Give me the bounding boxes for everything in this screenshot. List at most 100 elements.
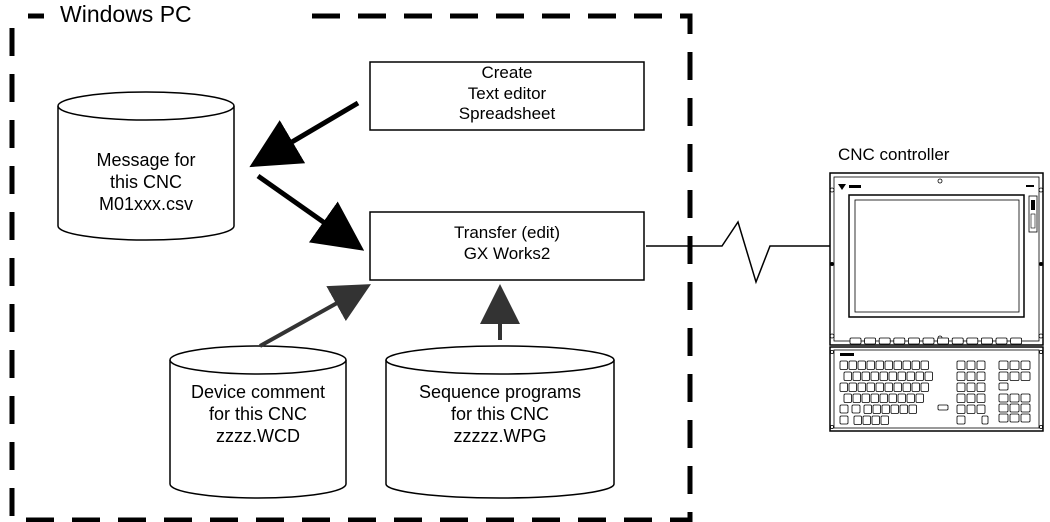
cnc-key <box>861 393 870 403</box>
cnc-key <box>1020 360 1031 370</box>
cnc-key <box>888 393 897 403</box>
cnc-key <box>884 382 893 392</box>
pc-boundary <box>9 13 693 522</box>
cnc-key <box>1020 393 1031 403</box>
cnc-key <box>890 404 899 414</box>
arrow-device-to-transfer <box>259 284 371 348</box>
cnc-label: CNC controller <box>838 145 950 164</box>
cnc-key <box>998 403 1009 413</box>
cnc-key <box>852 393 861 403</box>
cnc-key <box>870 371 879 381</box>
cnc-key <box>848 360 857 370</box>
cnc-key <box>870 393 879 403</box>
cnc-key <box>861 371 870 381</box>
cnc-key <box>857 360 866 370</box>
transfer-box <box>369 211 645 281</box>
cnc-key <box>956 371 966 381</box>
device-cylinder-label: Device comment for this CNC zzzz.WCD <box>190 382 326 446</box>
cnc-key <box>981 415 989 425</box>
cnc-key <box>839 360 848 370</box>
cnc-key <box>1009 413 1020 423</box>
cnc-key <box>897 393 906 403</box>
cnc-key <box>879 371 888 381</box>
cnc-key <box>848 382 857 392</box>
cnc-key <box>915 371 924 381</box>
device-cylinder <box>169 345 347 499</box>
cnc-key <box>1009 403 1020 413</box>
create-box <box>369 61 645 131</box>
cnc-key <box>893 360 902 370</box>
cnc-key <box>956 360 966 370</box>
cnc-key <box>1009 371 1020 381</box>
cnc-key <box>906 371 915 381</box>
cnc-key <box>893 337 906 345</box>
cnc-key <box>906 393 915 403</box>
cnc-key <box>862 415 871 425</box>
cnc-key <box>915 393 924 403</box>
cnc-key <box>1020 413 1031 423</box>
cnc-key <box>866 360 875 370</box>
cnc-key <box>937 404 949 411</box>
cnc-key <box>879 393 888 403</box>
cnc-key <box>966 337 979 345</box>
sequence-cylinder <box>385 345 615 499</box>
cnc-key <box>839 404 849 414</box>
cnc-key <box>976 382 986 392</box>
cnc-key <box>998 382 1009 391</box>
cnc-key <box>920 382 929 392</box>
cnc-key <box>998 371 1009 381</box>
cnc-key <box>956 415 966 425</box>
cnc-key <box>884 360 893 370</box>
cnc-key <box>849 337 862 345</box>
cnc-key <box>966 382 976 392</box>
cnc-key <box>1020 403 1031 413</box>
cnc-key <box>911 360 920 370</box>
arrow-create-to-message <box>249 100 360 168</box>
arrow-message-to-transfer <box>256 173 365 251</box>
cnc-key <box>976 360 986 370</box>
cnc-key <box>966 360 976 370</box>
message-cylinder-label: Message for this CNC M01xxx.csv <box>96 150 196 214</box>
cnc-key <box>966 371 976 381</box>
cnc-key <box>872 404 881 414</box>
cnc-key <box>888 371 897 381</box>
sequence-cylinder-label: Sequence programs for this CNC zzzzz.WPG <box>418 382 582 446</box>
cnc-key <box>920 360 929 370</box>
cnc-key <box>937 337 949 345</box>
cnc-key <box>899 404 908 414</box>
cnc-key <box>863 404 872 414</box>
cnc-key <box>998 360 1009 370</box>
cnc-controller <box>829 172 1044 432</box>
cnc-key <box>998 393 1009 403</box>
cnc-key <box>880 415 889 425</box>
transfer-box-label: Transfer (edit) GX Works2 <box>453 223 561 263</box>
cnc-key <box>902 360 911 370</box>
cnc-key <box>893 382 902 392</box>
cnc-key <box>981 337 993 345</box>
cnc-key <box>956 382 966 392</box>
pc-label: Windows PC <box>52 0 200 29</box>
cnc-key <box>966 404 976 414</box>
brand-logo-icon <box>838 184 846 190</box>
cnc-key <box>1009 360 1020 370</box>
cnc-key <box>976 404 986 414</box>
cnc-key <box>1010 337 1022 345</box>
cnc-key <box>875 382 884 392</box>
cnc-key <box>843 393 852 403</box>
cnc-key <box>878 337 891 345</box>
cnc-key <box>908 337 920 345</box>
cnc-key <box>853 415 862 425</box>
cnc-connection-line <box>646 220 830 285</box>
cnc-key <box>1009 393 1020 403</box>
cnc-key <box>1020 371 1031 381</box>
cnc-key <box>852 371 861 381</box>
cnc-key <box>897 371 906 381</box>
cnc-key <box>839 415 849 425</box>
cnc-key <box>851 404 861 414</box>
cnc-key <box>843 371 852 381</box>
cnc-key <box>922 337 935 345</box>
cnc-key <box>951 337 964 345</box>
cnc-key <box>976 371 986 381</box>
cnc-key <box>866 382 875 392</box>
